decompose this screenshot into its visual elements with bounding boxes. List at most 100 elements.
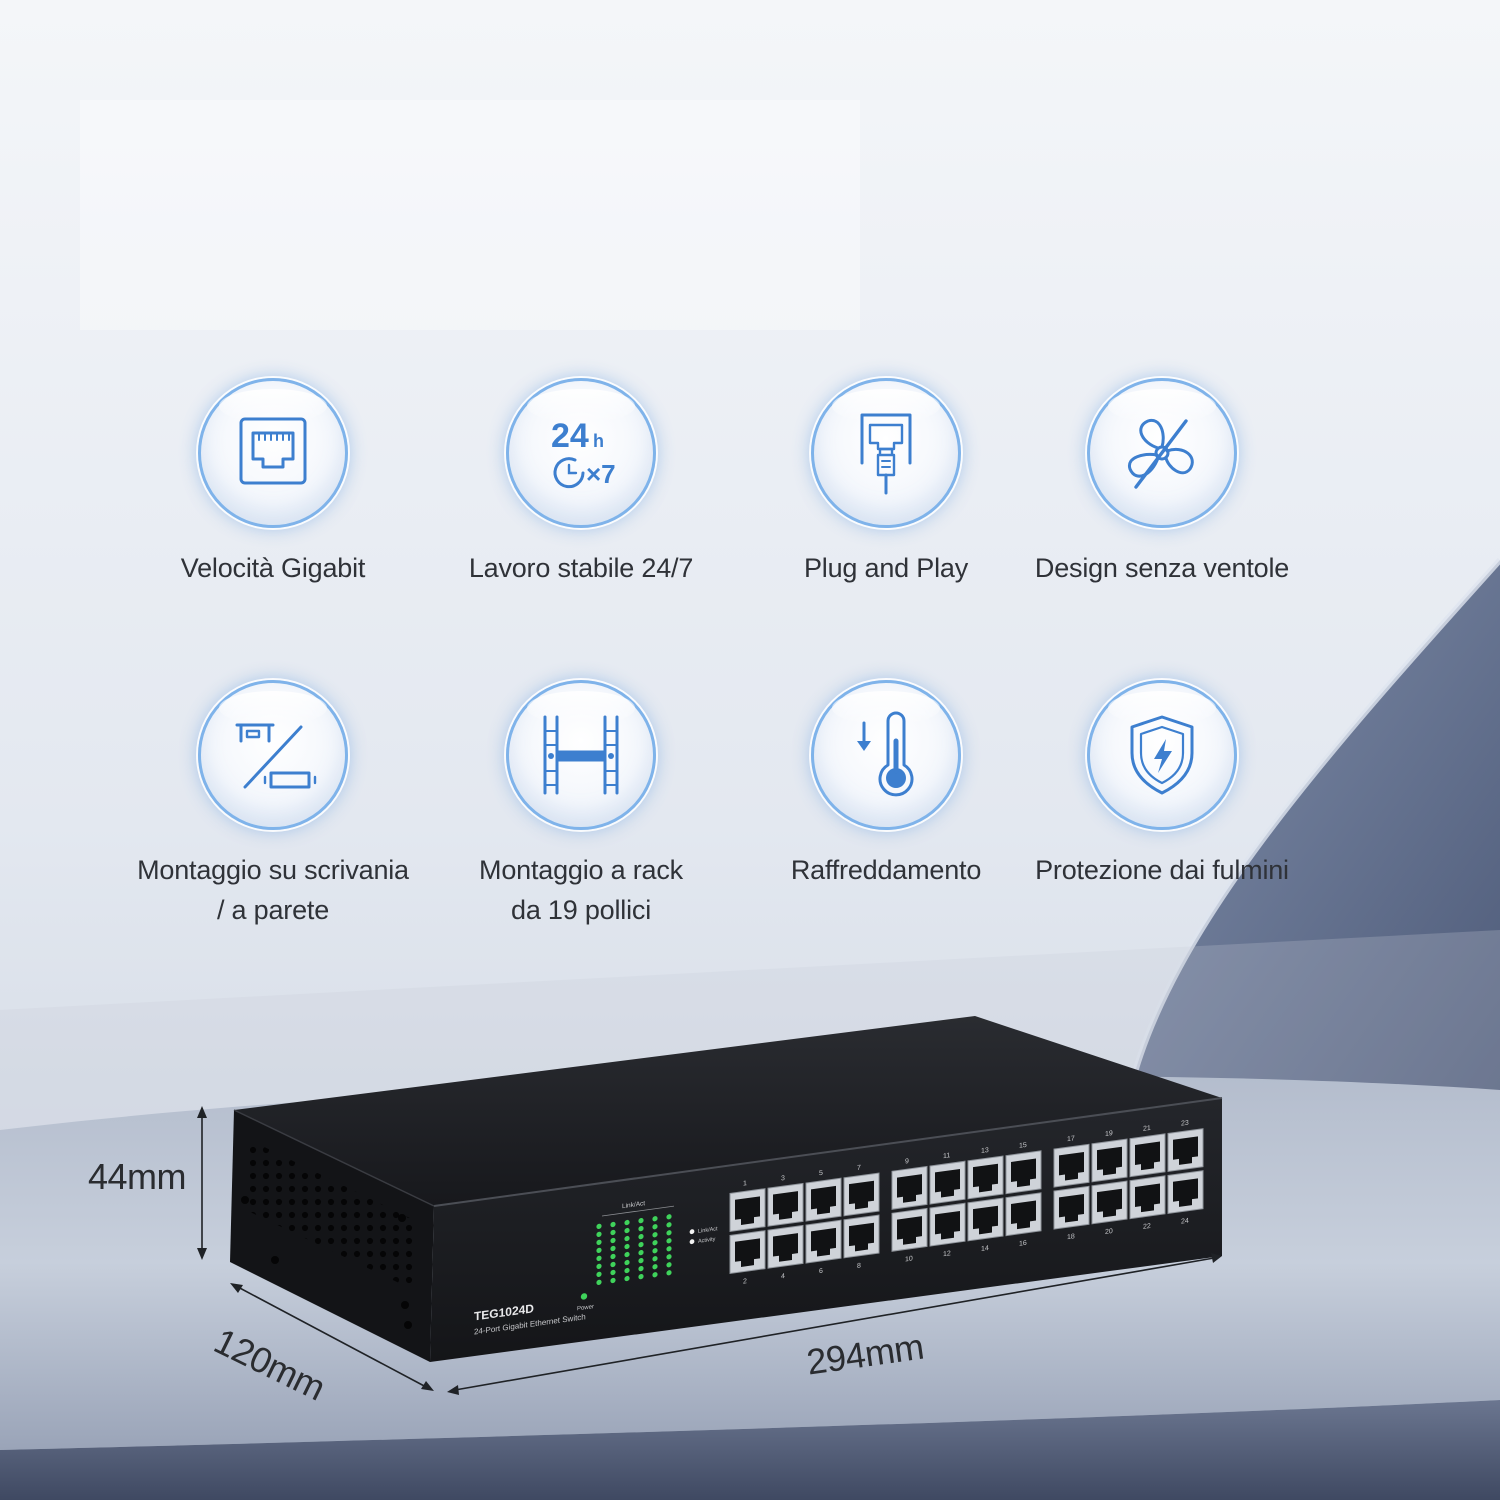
- port-led: [638, 1266, 644, 1272]
- ethernet-port[interactable]: [1091, 1138, 1128, 1183]
- dimension-height: 44mm: [88, 1156, 187, 1197]
- ethernet-port[interactable]: [767, 1182, 804, 1227]
- feature-stable-24-7: 24 h ×7 Lavoro stabile 24/7: [426, 378, 736, 588]
- dimension-lines: [197, 1106, 1222, 1395]
- ethernet-port[interactable]: [1005, 1150, 1042, 1195]
- port-number: 6: [819, 1268, 823, 1276]
- feature-label: Velocità Gigabit: [180, 553, 366, 583]
- feature-label: Design senza ventole: [1034, 553, 1290, 583]
- port-led: [638, 1242, 644, 1248]
- ethernet-port[interactable]: [1091, 1180, 1128, 1225]
- port-led: [652, 1248, 658, 1254]
- port-led: [638, 1234, 644, 1240]
- port-led: [652, 1216, 658, 1222]
- port-number: 7: [857, 1165, 861, 1173]
- feature-label: Montaggio a rack da 19 pollici: [479, 855, 683, 925]
- ethernet-port[interactable]: [891, 1165, 928, 1210]
- port-led: [652, 1272, 658, 1278]
- port-led: [610, 1253, 616, 1260]
- ethernet-port[interactable]: [1167, 1128, 1204, 1173]
- port-number: 20: [1105, 1228, 1113, 1236]
- ethernet-port[interactable]: [805, 1219, 842, 1264]
- port-led-grid: [596, 1214, 672, 1286]
- port-led: [624, 1275, 630, 1282]
- port-number: 14: [981, 1245, 989, 1253]
- port-number: 11: [943, 1152, 950, 1160]
- feature-label: Raffreddamento: [790, 855, 982, 885]
- port-led: [652, 1256, 658, 1262]
- power-led: [580, 1293, 588, 1300]
- lightning-shield-icon: [1087, 680, 1237, 830]
- ethernet-port[interactable]: [1129, 1133, 1166, 1178]
- port-led: [666, 1270, 672, 1276]
- 24h-clock-icon: 24 h ×7: [506, 378, 656, 528]
- port-led: [596, 1279, 602, 1286]
- port-led: [666, 1222, 672, 1228]
- port-led: [638, 1258, 644, 1264]
- led-header: Link/Act: [622, 1200, 645, 1210]
- port-led: [638, 1218, 644, 1224]
- ethernet-port[interactable]: [767, 1224, 804, 1269]
- port-led: [596, 1223, 602, 1230]
- ethernet-port[interactable]: [843, 1172, 880, 1217]
- ethernet-port[interactable]: [729, 1230, 766, 1275]
- feature-label: Protezione dai fulmini: [1035, 855, 1289, 885]
- legend-link-act: Link/Act: [698, 1226, 718, 1235]
- plug-cable-icon: [811, 378, 961, 528]
- port-led: [596, 1247, 602, 1254]
- ethernet-port[interactable]: [1005, 1192, 1042, 1237]
- port-led: [652, 1264, 658, 1270]
- ethernet-port[interactable]: [1053, 1143, 1090, 1188]
- ethernet-port[interactable]: [929, 1160, 966, 1205]
- ethernet-port[interactable]: [1053, 1185, 1090, 1230]
- thermometer-icon: [811, 680, 961, 830]
- port-led: [596, 1263, 602, 1270]
- ethernet-port[interactable]: [805, 1177, 842, 1222]
- port-number: 5: [819, 1170, 823, 1178]
- ethernet-port[interactable]: [843, 1214, 880, 1259]
- port-led: [666, 1262, 672, 1268]
- feature-gigabit-speed: Velocità Gigabit: [118, 378, 428, 588]
- ethernet-port[interactable]: [729, 1188, 766, 1233]
- rack-mount-icon: [506, 680, 656, 830]
- power-label: Power: [577, 1304, 594, 1312]
- port-led: [638, 1250, 644, 1256]
- port-number: 19: [1105, 1130, 1113, 1138]
- port-number: 3: [781, 1175, 785, 1183]
- port-led: [624, 1267, 630, 1274]
- legend-activity: Activity: [698, 1236, 716, 1244]
- ethernet-port[interactable]: [1129, 1175, 1166, 1220]
- port-led: [610, 1237, 616, 1244]
- port-led: [666, 1238, 672, 1244]
- port-led: [652, 1232, 658, 1238]
- port-number: 23: [1181, 1120, 1189, 1128]
- feature-label: Lavoro stabile 24/7: [468, 553, 694, 583]
- port-led: [596, 1239, 602, 1246]
- port-number: 13: [981, 1147, 989, 1155]
- port-led: [666, 1254, 672, 1260]
- port-led: [624, 1219, 630, 1226]
- port-number: 22: [1143, 1223, 1151, 1231]
- network-switch: TEG1024D 24-Port Gigabit Ethernet Switch…: [230, 1016, 1223, 1362]
- feature-fanless-design: Design senza ventole: [1007, 378, 1317, 588]
- ethernet-port[interactable]: [891, 1207, 928, 1252]
- ethernet-port[interactable]: [967, 1197, 1004, 1242]
- port-led: [624, 1243, 630, 1250]
- port-led: [610, 1277, 616, 1284]
- ethernet-port[interactable]: [929, 1202, 966, 1247]
- curved-backdrop-arc: [1130, 560, 1500, 1090]
- port-number: 2: [743, 1278, 747, 1286]
- feature-rack-mount: Montaggio a rack da 19 pollici: [426, 680, 736, 930]
- icon-text-hours: 24: [551, 417, 589, 455]
- port-led: [596, 1255, 602, 1262]
- ethernet-port[interactable]: [1167, 1170, 1204, 1215]
- port-led: [610, 1245, 616, 1252]
- port-number: 21: [1143, 1125, 1151, 1133]
- port-number: 17: [1067, 1135, 1075, 1143]
- ethernet-port[interactable]: [967, 1155, 1004, 1200]
- port-led: [610, 1229, 616, 1236]
- port-led: [610, 1221, 616, 1228]
- feature-label: Plug and Play: [803, 553, 968, 583]
- icon-text-days: ×7: [586, 459, 616, 489]
- port-number: 8: [857, 1263, 861, 1271]
